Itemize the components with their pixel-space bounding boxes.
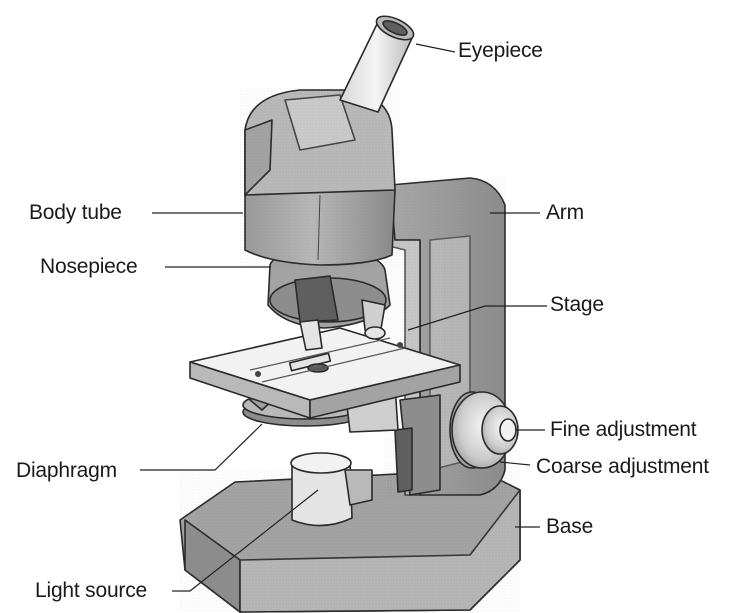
body-tube-shape (240, 88, 400, 268)
label-light-source: Light source (35, 580, 147, 601)
adjustment-knobs (450, 392, 518, 468)
label-coarse-adjustment: Coarse adjustment (536, 456, 709, 477)
label-diaphragm: Diaphragm (16, 460, 117, 481)
label-body-tube: Body tube (29, 202, 122, 223)
stand-post (395, 395, 440, 495)
leader-eyepiece (416, 44, 455, 52)
label-fine-adjustment: Fine adjustment (550, 419, 696, 440)
label-stage: Stage (550, 294, 604, 315)
eyepiece-shape (340, 11, 417, 112)
label-eyepiece: Eyepiece (458, 40, 543, 61)
label-arm: Arm (546, 202, 584, 223)
leader-diaphragm (140, 424, 262, 470)
label-nosepiece: Nosepiece (40, 256, 137, 277)
label-base: Base (546, 516, 593, 537)
